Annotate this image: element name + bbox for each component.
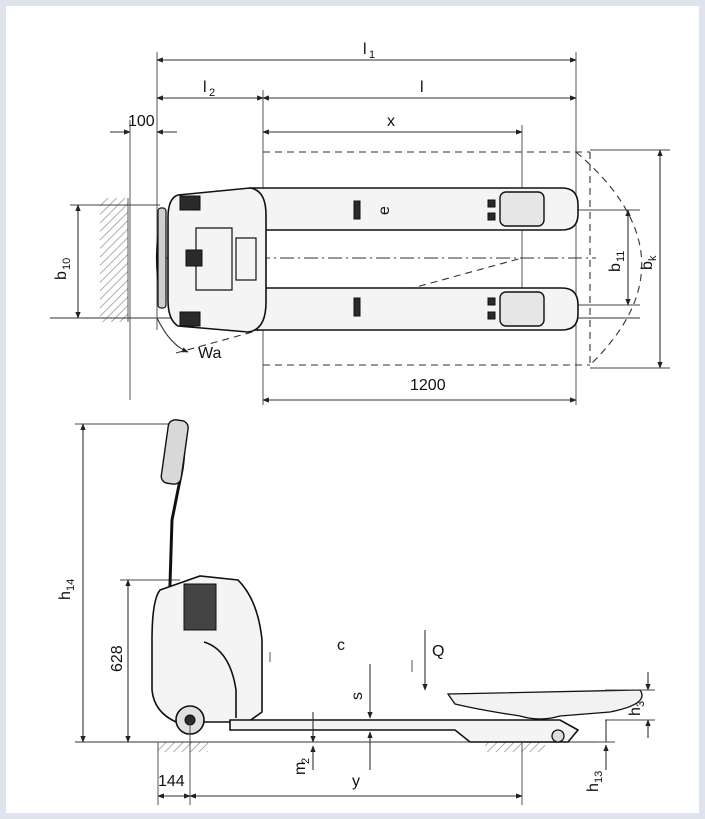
label-628: 628 xyxy=(109,645,126,672)
label-y: y xyxy=(352,773,360,790)
label-144: 144 xyxy=(158,773,185,790)
label-bk: b xyxy=(639,261,656,270)
load-roller-lower xyxy=(499,291,545,327)
top-view xyxy=(50,52,670,405)
label-100: 100 xyxy=(128,113,155,130)
load-roller-upper xyxy=(499,191,545,227)
label-l: l xyxy=(420,79,424,96)
truck-body-top xyxy=(167,187,267,333)
label-l1-sub: 1 xyxy=(369,49,375,61)
side-view xyxy=(75,419,655,805)
label-b11: b xyxy=(607,263,624,272)
label-m2-sub: 2 xyxy=(300,758,312,764)
label-h3-sub: 3 xyxy=(635,701,647,707)
label-h13: h xyxy=(585,783,602,792)
label-m2: m xyxy=(292,762,309,775)
tiller-handle-side xyxy=(160,419,189,485)
label-e: e xyxy=(376,206,393,215)
label-h14-sub: 14 xyxy=(65,579,77,591)
label-q: Q xyxy=(432,643,444,660)
fork-lower xyxy=(249,287,579,331)
label-b10-sub: 10 xyxy=(61,258,73,270)
fork-upper xyxy=(249,187,579,231)
label-l2: l xyxy=(203,79,207,96)
label-b10: b xyxy=(53,271,70,280)
label-x: x xyxy=(387,113,395,130)
technical-drawing: l 1 l 2 l x 100 e b 10 b 11 b k Wa 1200 xyxy=(50,41,670,805)
label-h14: h xyxy=(57,591,74,600)
label-wa: Wa xyxy=(198,345,222,362)
label-c: c xyxy=(337,637,345,654)
label-l1: l xyxy=(363,41,367,58)
load-outline xyxy=(446,689,643,720)
drawing-frame: l 1 l 2 l x 100 e b 10 b 11 b k Wa 1200 xyxy=(6,6,699,813)
wall-hatch xyxy=(100,198,128,322)
label-h13-sub: 13 xyxy=(593,771,605,783)
label-s: s xyxy=(349,692,366,700)
label-l2-sub: 2 xyxy=(209,87,215,99)
label-1200: 1200 xyxy=(410,377,446,394)
fork-side xyxy=(229,719,580,743)
label-h3: h xyxy=(627,707,644,716)
tiller-handle-top xyxy=(157,207,167,309)
label-b11-sub: 11 xyxy=(615,251,627,262)
label-bk-sub: k xyxy=(647,255,659,261)
